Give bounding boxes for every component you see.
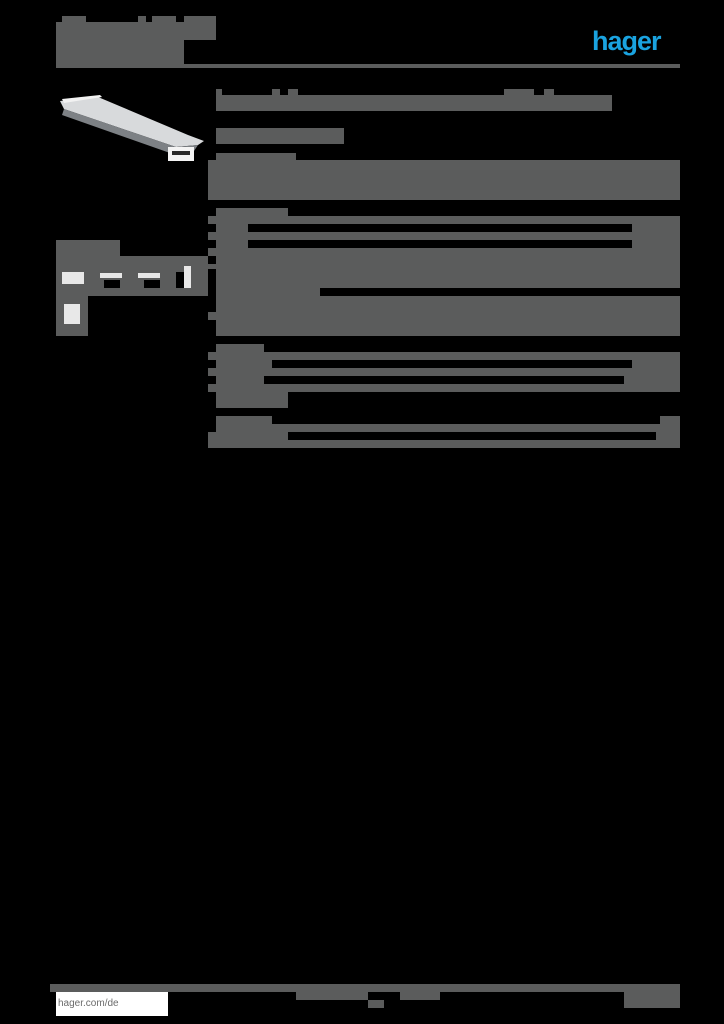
thumbnail-view-1[interactable]: [62, 272, 84, 284]
views-heading: [56, 240, 120, 260]
product-subtitle: [216, 128, 344, 144]
leader-line: [264, 376, 624, 384]
leader-line: [272, 360, 632, 368]
footer-rule: [50, 984, 680, 992]
thumbnail-view-5[interactable]: [64, 304, 80, 324]
description-text: [208, 160, 680, 200]
leader-line: [248, 240, 632, 248]
leader-line: [288, 432, 656, 440]
thumbnail-view-2[interactable]: [100, 273, 122, 278]
footer-url-link[interactable]: hager.com/de: [56, 992, 168, 1016]
leader-line: [248, 224, 632, 232]
footer-page-info: [624, 992, 680, 1008]
thumbnail-view-3[interactable]: [138, 273, 160, 278]
section-1-heading: [216, 208, 288, 216]
thumbnail-view-4[interactable]: [184, 266, 191, 288]
section-2-heading: [216, 288, 320, 296]
description-heading: [216, 153, 296, 161]
hager-logo: hager: [592, 26, 662, 56]
section-3-heading: [216, 344, 264, 352]
header-rule: [56, 64, 680, 68]
section-4-heading: [216, 416, 272, 424]
product-image: [60, 95, 204, 161]
